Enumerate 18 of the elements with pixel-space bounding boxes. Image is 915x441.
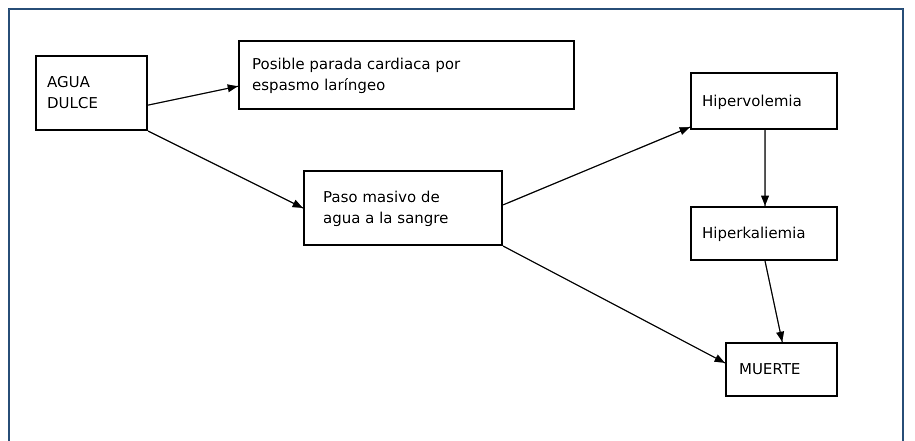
box-label: MUERTE [739, 359, 800, 380]
box-label: Posible parada cardiaca por espasmo laríngeo [252, 54, 462, 96]
process-box [690, 206, 838, 261]
process-box [725, 342, 838, 397]
arrow [148, 84, 238, 106]
arrow [764, 260, 784, 342]
box-label: AGUA DULCE [47, 72, 99, 114]
box-label: Hipervolemia [702, 90, 802, 112]
arrow [502, 245, 726, 364]
box-label: Hiperkaliemia [702, 223, 806, 244]
process-box [35, 55, 148, 131]
process-box [238, 40, 575, 110]
process-box [303, 170, 503, 246]
box-label: Paso masivo de agua a la sangre [323, 187, 450, 229]
arrow [148, 130, 304, 209]
arrow [760, 130, 770, 206]
arrow [502, 126, 690, 206]
process-box [690, 72, 838, 130]
